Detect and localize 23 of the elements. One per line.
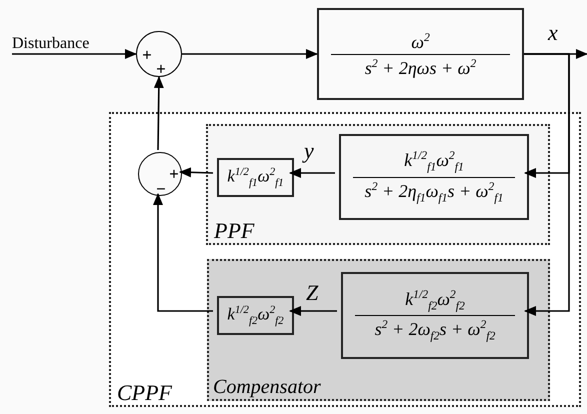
sign-label: − [156,180,166,198]
input-label: Disturbance [12,36,90,52]
sign-label: + [169,166,179,183]
plant-block [317,8,524,100]
edge-label: Z [306,282,318,304]
sign-label: + [156,60,166,78]
group-label: CPPF [117,382,172,404]
edge-label: y [304,140,314,162]
group-label: Compensator [213,377,321,397]
summing-junction [136,31,182,77]
cppf-group [109,112,581,407]
group-label: PPF [214,220,254,242]
denominator: s$^{2}$ + 2ηωs + ω$^{2}$ [364,56,478,78]
gain-block [217,296,294,335]
ppf-filter-block [339,134,529,220]
summing-junction [138,152,182,196]
edge-label: x [548,22,558,44]
ppf-group [206,124,550,245]
numerator: ω$^{2}$ [331,30,510,54]
gain-block [217,158,294,197]
compensator-group [207,259,550,401]
compensator-filter-block [341,272,529,359]
sign-label: + [142,46,152,64]
